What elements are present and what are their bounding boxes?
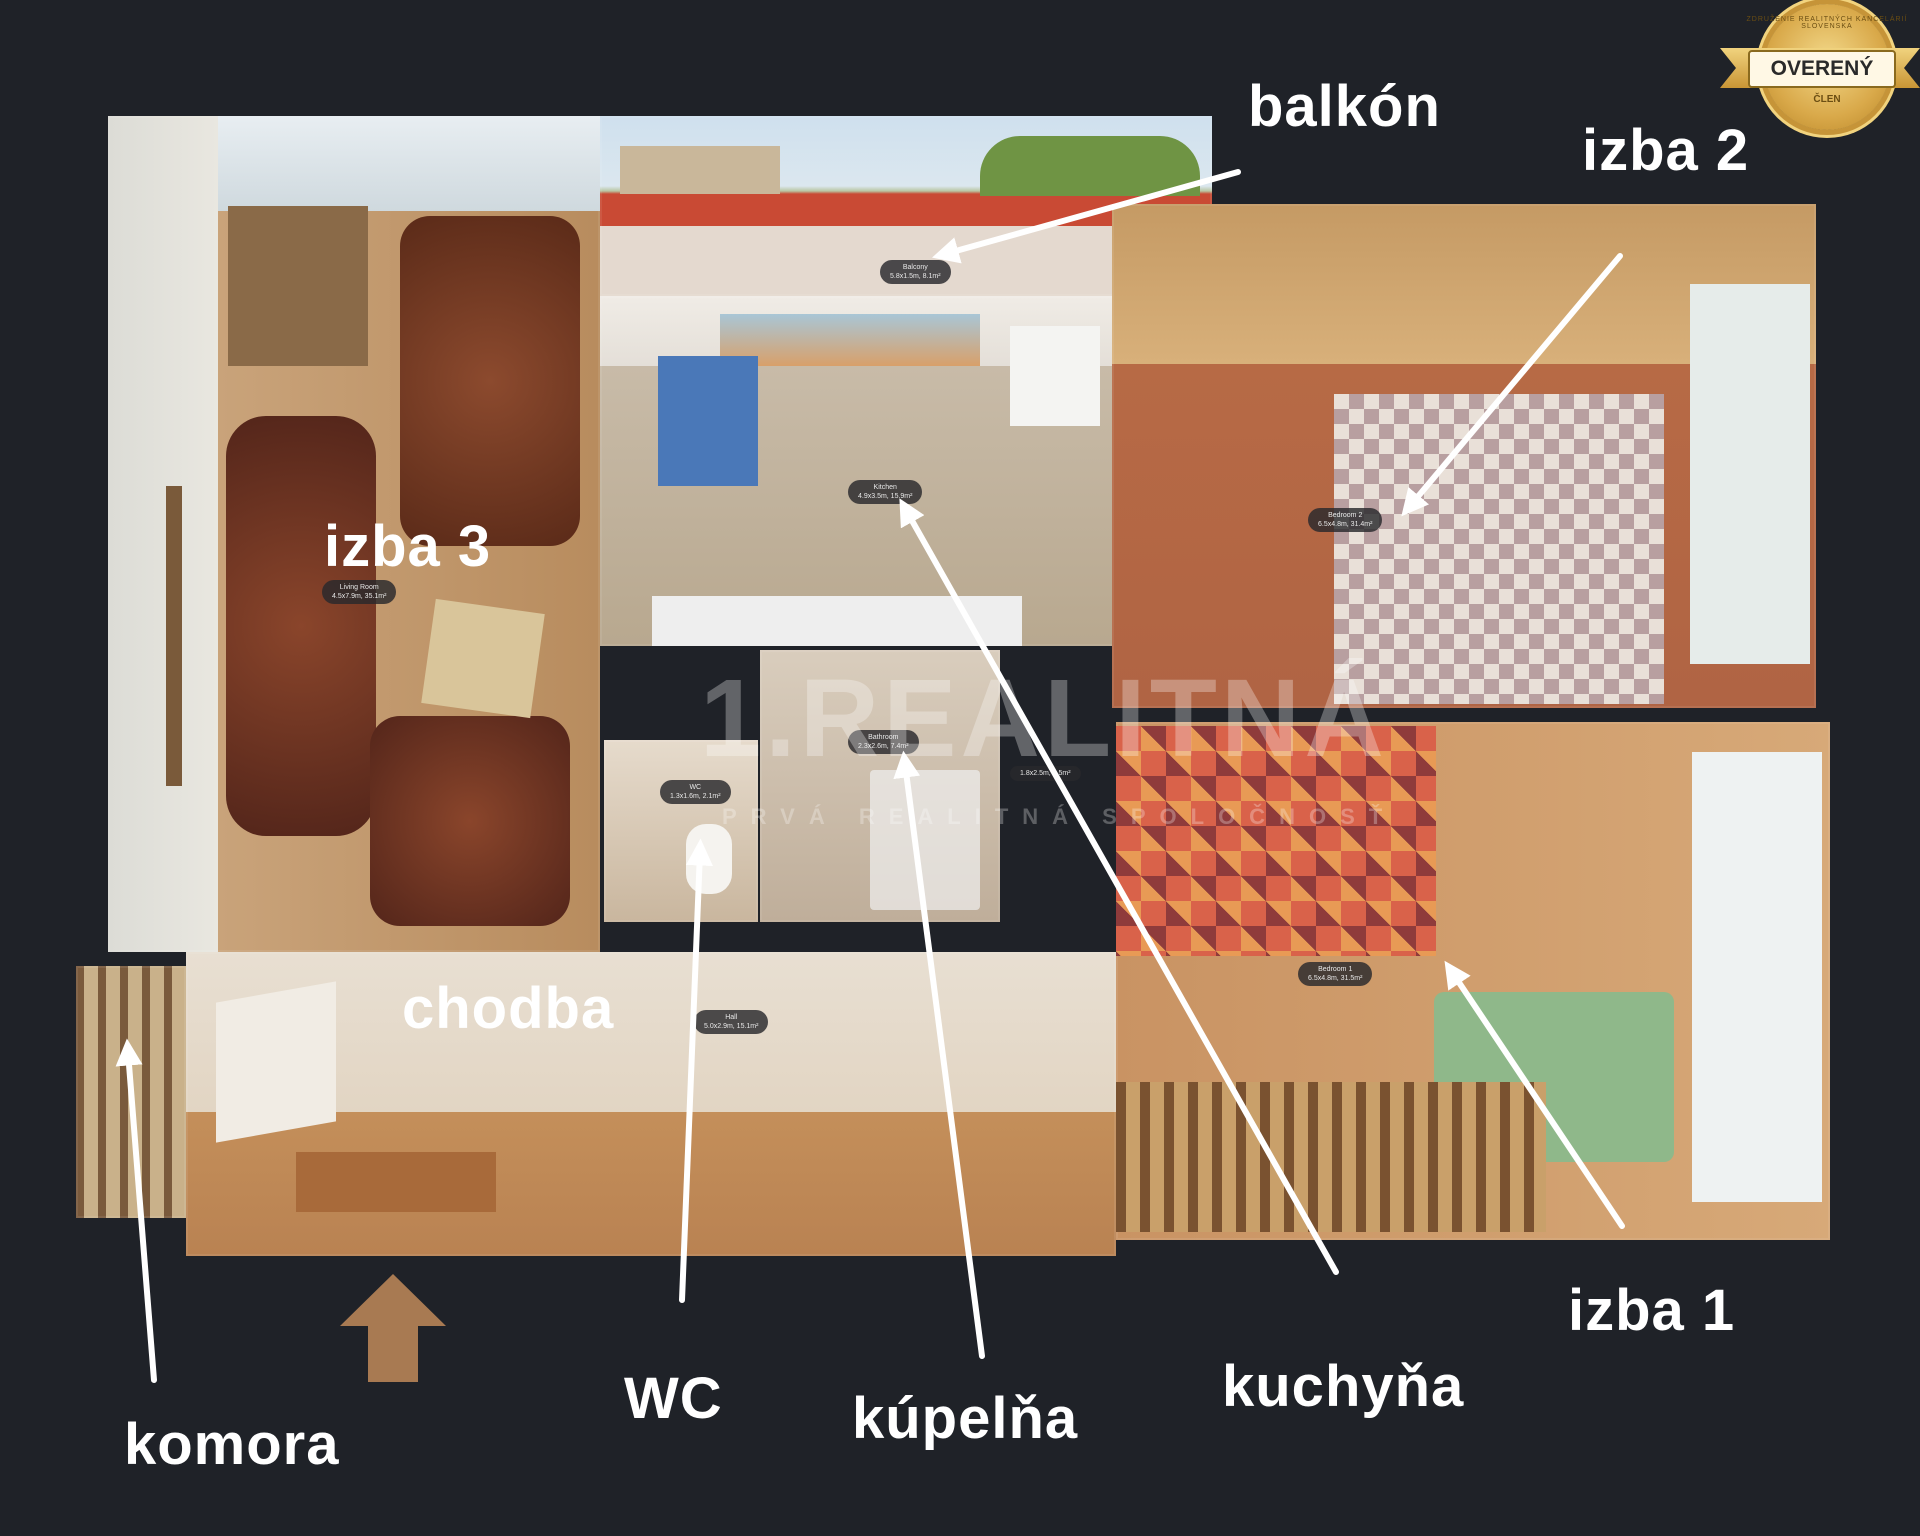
room-storage	[76, 966, 186, 1218]
armchair-top	[400, 216, 580, 546]
verified-member-badge: ZDRUŽENIE REALITNÝCH KANCELÁRIÍ SLOVENSK…	[1720, 4, 1920, 134]
tag-bedroom2: Bedroom 2 6.5x4.8m, 31.4m²	[1308, 508, 1383, 532]
shower	[870, 770, 980, 910]
tag-bedroom2-name: Bedroom 2	[1328, 512, 1363, 519]
balcony-trees	[980, 136, 1200, 196]
tag-wc-size: 1.3x1.6m, 2.1m²	[670, 793, 721, 800]
tag-wc-name: WC	[689, 784, 702, 791]
label-wc: WC	[624, 1366, 723, 1431]
watermark-tagline: PRVÁ REALITNÁ SPOLOČNOSŤ	[722, 804, 1397, 829]
fridge	[1010, 326, 1100, 426]
label-komora: komora	[124, 1412, 340, 1477]
label-kuchyna: kuchyňa	[1222, 1354, 1465, 1419]
room-living	[108, 116, 600, 952]
shelf	[166, 486, 182, 786]
label-izba2: izba 2	[1582, 118, 1750, 183]
tag-bedroom1-size: 6.5x4.8m, 31.5m²	[1308, 975, 1363, 982]
tag-kitchen-size: 4.9x3.5m, 15.9m²	[858, 493, 913, 500]
badge-ring-text: ZDRUŽENIE REALITNÝCH KANCELÁRIÍ SLOVENSK…	[1746, 16, 1908, 30]
kitchen-table	[658, 356, 758, 486]
toilet	[686, 824, 732, 894]
sofa	[226, 416, 376, 836]
tag-hall-name: Hall	[725, 1014, 738, 1021]
living-window	[218, 116, 600, 211]
entrance-arrow-icon	[340, 1274, 446, 1382]
bedroom2-window	[1690, 284, 1810, 664]
room-bedroom1	[1116, 722, 1830, 1240]
tag-balcony: Balcony 5.8x1.5m, 8.1m²	[880, 260, 951, 284]
tag-kitchen-name: Kitchen	[873, 484, 897, 491]
bedroom1-window	[1692, 752, 1822, 1202]
kitchen-window	[720, 314, 980, 366]
tag-living: Living Room 4.5x7.9m, 35.1m²	[322, 580, 397, 604]
tag-bedroom1-name: Bedroom 1	[1318, 966, 1353, 973]
room-bedroom2	[1112, 204, 1816, 708]
tag-living-size: 4.5x7.9m, 35.1m²	[332, 593, 387, 600]
bookshelf	[1116, 1082, 1546, 1232]
watermark-brand: 1.REALITNÁ	[700, 657, 1388, 780]
armchair-bottom	[370, 716, 570, 926]
tag-bedroom2-size: 6.5x4.8m, 31.4m²	[1318, 521, 1373, 528]
balcony-buildings	[620, 146, 780, 194]
tag-hall: Hall 5.0x2.9m, 15.1m²	[694, 1010, 769, 1034]
desk	[228, 206, 368, 366]
tag-balcony-name: Balcony	[902, 264, 928, 271]
label-balkon: balkón	[1248, 74, 1441, 139]
room-hall	[186, 952, 1116, 1256]
label-izba3: izba 3	[324, 514, 492, 579]
tag-living-name: Living Room	[339, 584, 379, 591]
label-izba1: izba 1	[1568, 1278, 1736, 1343]
tag-bathroom-size: 2.3x2.6m, 7.4m²	[858, 743, 909, 750]
tag-bedroom1: Bedroom 1 6.5x4.8m, 31.5m²	[1298, 962, 1373, 986]
tag-bathroom-name: Bathroom	[868, 734, 899, 741]
tag-wc: WC 1.3x1.6m, 2.1m²	[660, 780, 731, 804]
label-chodba: chodba	[402, 976, 615, 1041]
hall-wardrobe	[216, 981, 336, 1143]
kitchen-counter	[652, 596, 1022, 646]
room-wc	[604, 740, 758, 922]
tag-balcony-size: 5.8x1.5m, 8.1m²	[890, 273, 941, 280]
tag-kitchen: Kitchen 4.9x3.5m, 15.9m²	[848, 480, 923, 504]
room-kitchen	[600, 296, 1116, 646]
label-kupelna: kúpelňa	[852, 1386, 1079, 1451]
badge-title: OVERENÝ	[1748, 50, 1896, 88]
badge-subtitle: ČLEN	[1813, 94, 1841, 105]
tag-hall-size: 5.0x2.9m, 15.1m²	[704, 1023, 759, 1030]
rug	[421, 598, 545, 719]
hall-mat	[296, 1152, 496, 1212]
